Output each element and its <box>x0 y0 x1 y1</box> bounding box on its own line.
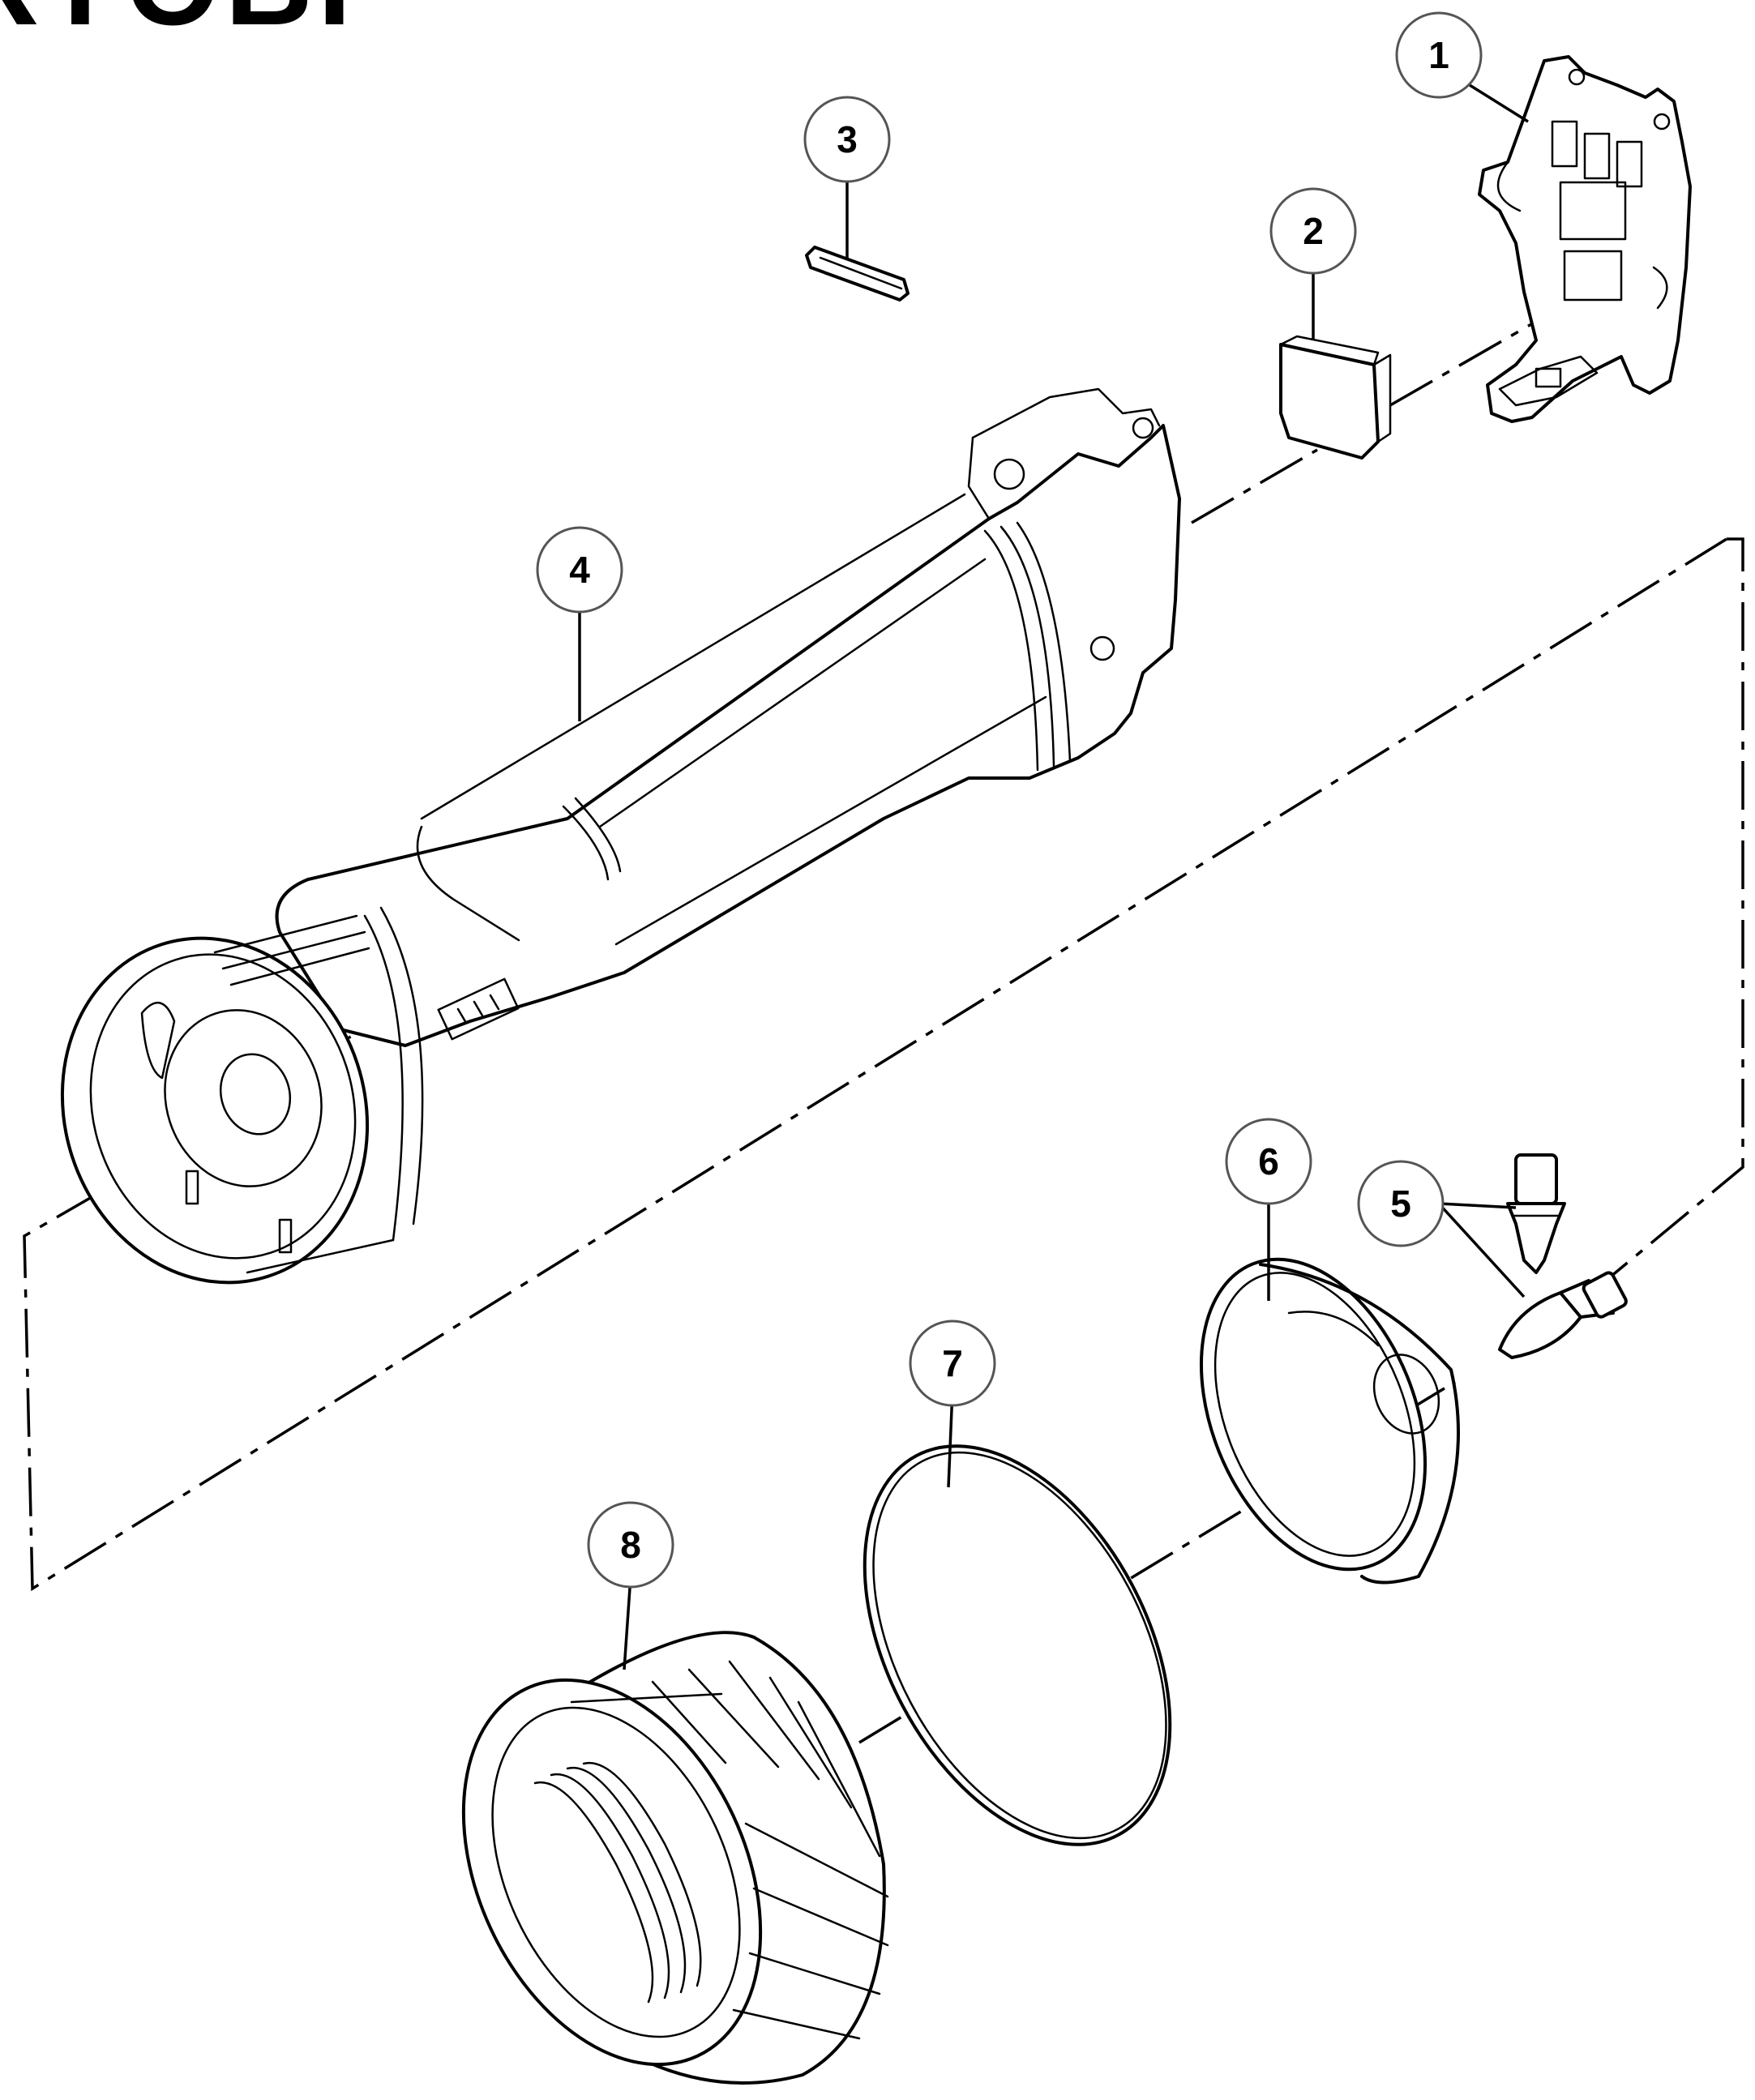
leader-lines <box>578 79 1529 1670</box>
callout-5-label: 5 <box>1390 1183 1411 1225</box>
flashlight-body-part <box>60 387 1181 1285</box>
pin-part <box>805 246 910 302</box>
logo-text: RYOBI <box>0 0 356 50</box>
leader-1 <box>1462 79 1529 123</box>
bezel-ring-part <box>461 1631 889 2085</box>
callout-5: 5 <box>1357 1160 1445 1247</box>
pad-part <box>1279 335 1392 460</box>
assembly-line-right <box>1599 537 1744 1286</box>
callout-4-label: 4 <box>569 549 590 591</box>
leader-8 <box>623 1576 632 1670</box>
callout-2-label: 2 <box>1303 210 1324 252</box>
reflector-part <box>1199 1257 1460 1585</box>
callout-3: 3 <box>803 96 891 183</box>
callout-4: 4 <box>536 526 623 614</box>
callout-7-label: 7 <box>942 1342 963 1384</box>
bulbs-part <box>1498 1153 1628 1359</box>
callout-8: 8 <box>587 1501 674 1589</box>
assembly-axis-pad <box>1191 448 1318 524</box>
lens-part <box>863 1444 1172 1846</box>
leader-5 <box>1435 1202 1526 1298</box>
ryobi-logo: RYOBI <box>0 0 356 50</box>
callout-6-label: 6 <box>1258 1140 1279 1183</box>
callout-1-label: 1 <box>1428 34 1449 76</box>
callout-6: 6 <box>1225 1118 1312 1205</box>
callout-8-label: 8 <box>620 1524 641 1566</box>
callout-2: 2 <box>1269 187 1357 275</box>
callout-1: 1 <box>1395 11 1483 99</box>
callout-3-label: 3 <box>837 118 858 160</box>
callout-7: 7 <box>909 1319 996 1407</box>
end-cap-bracket-part <box>1478 55 1692 423</box>
